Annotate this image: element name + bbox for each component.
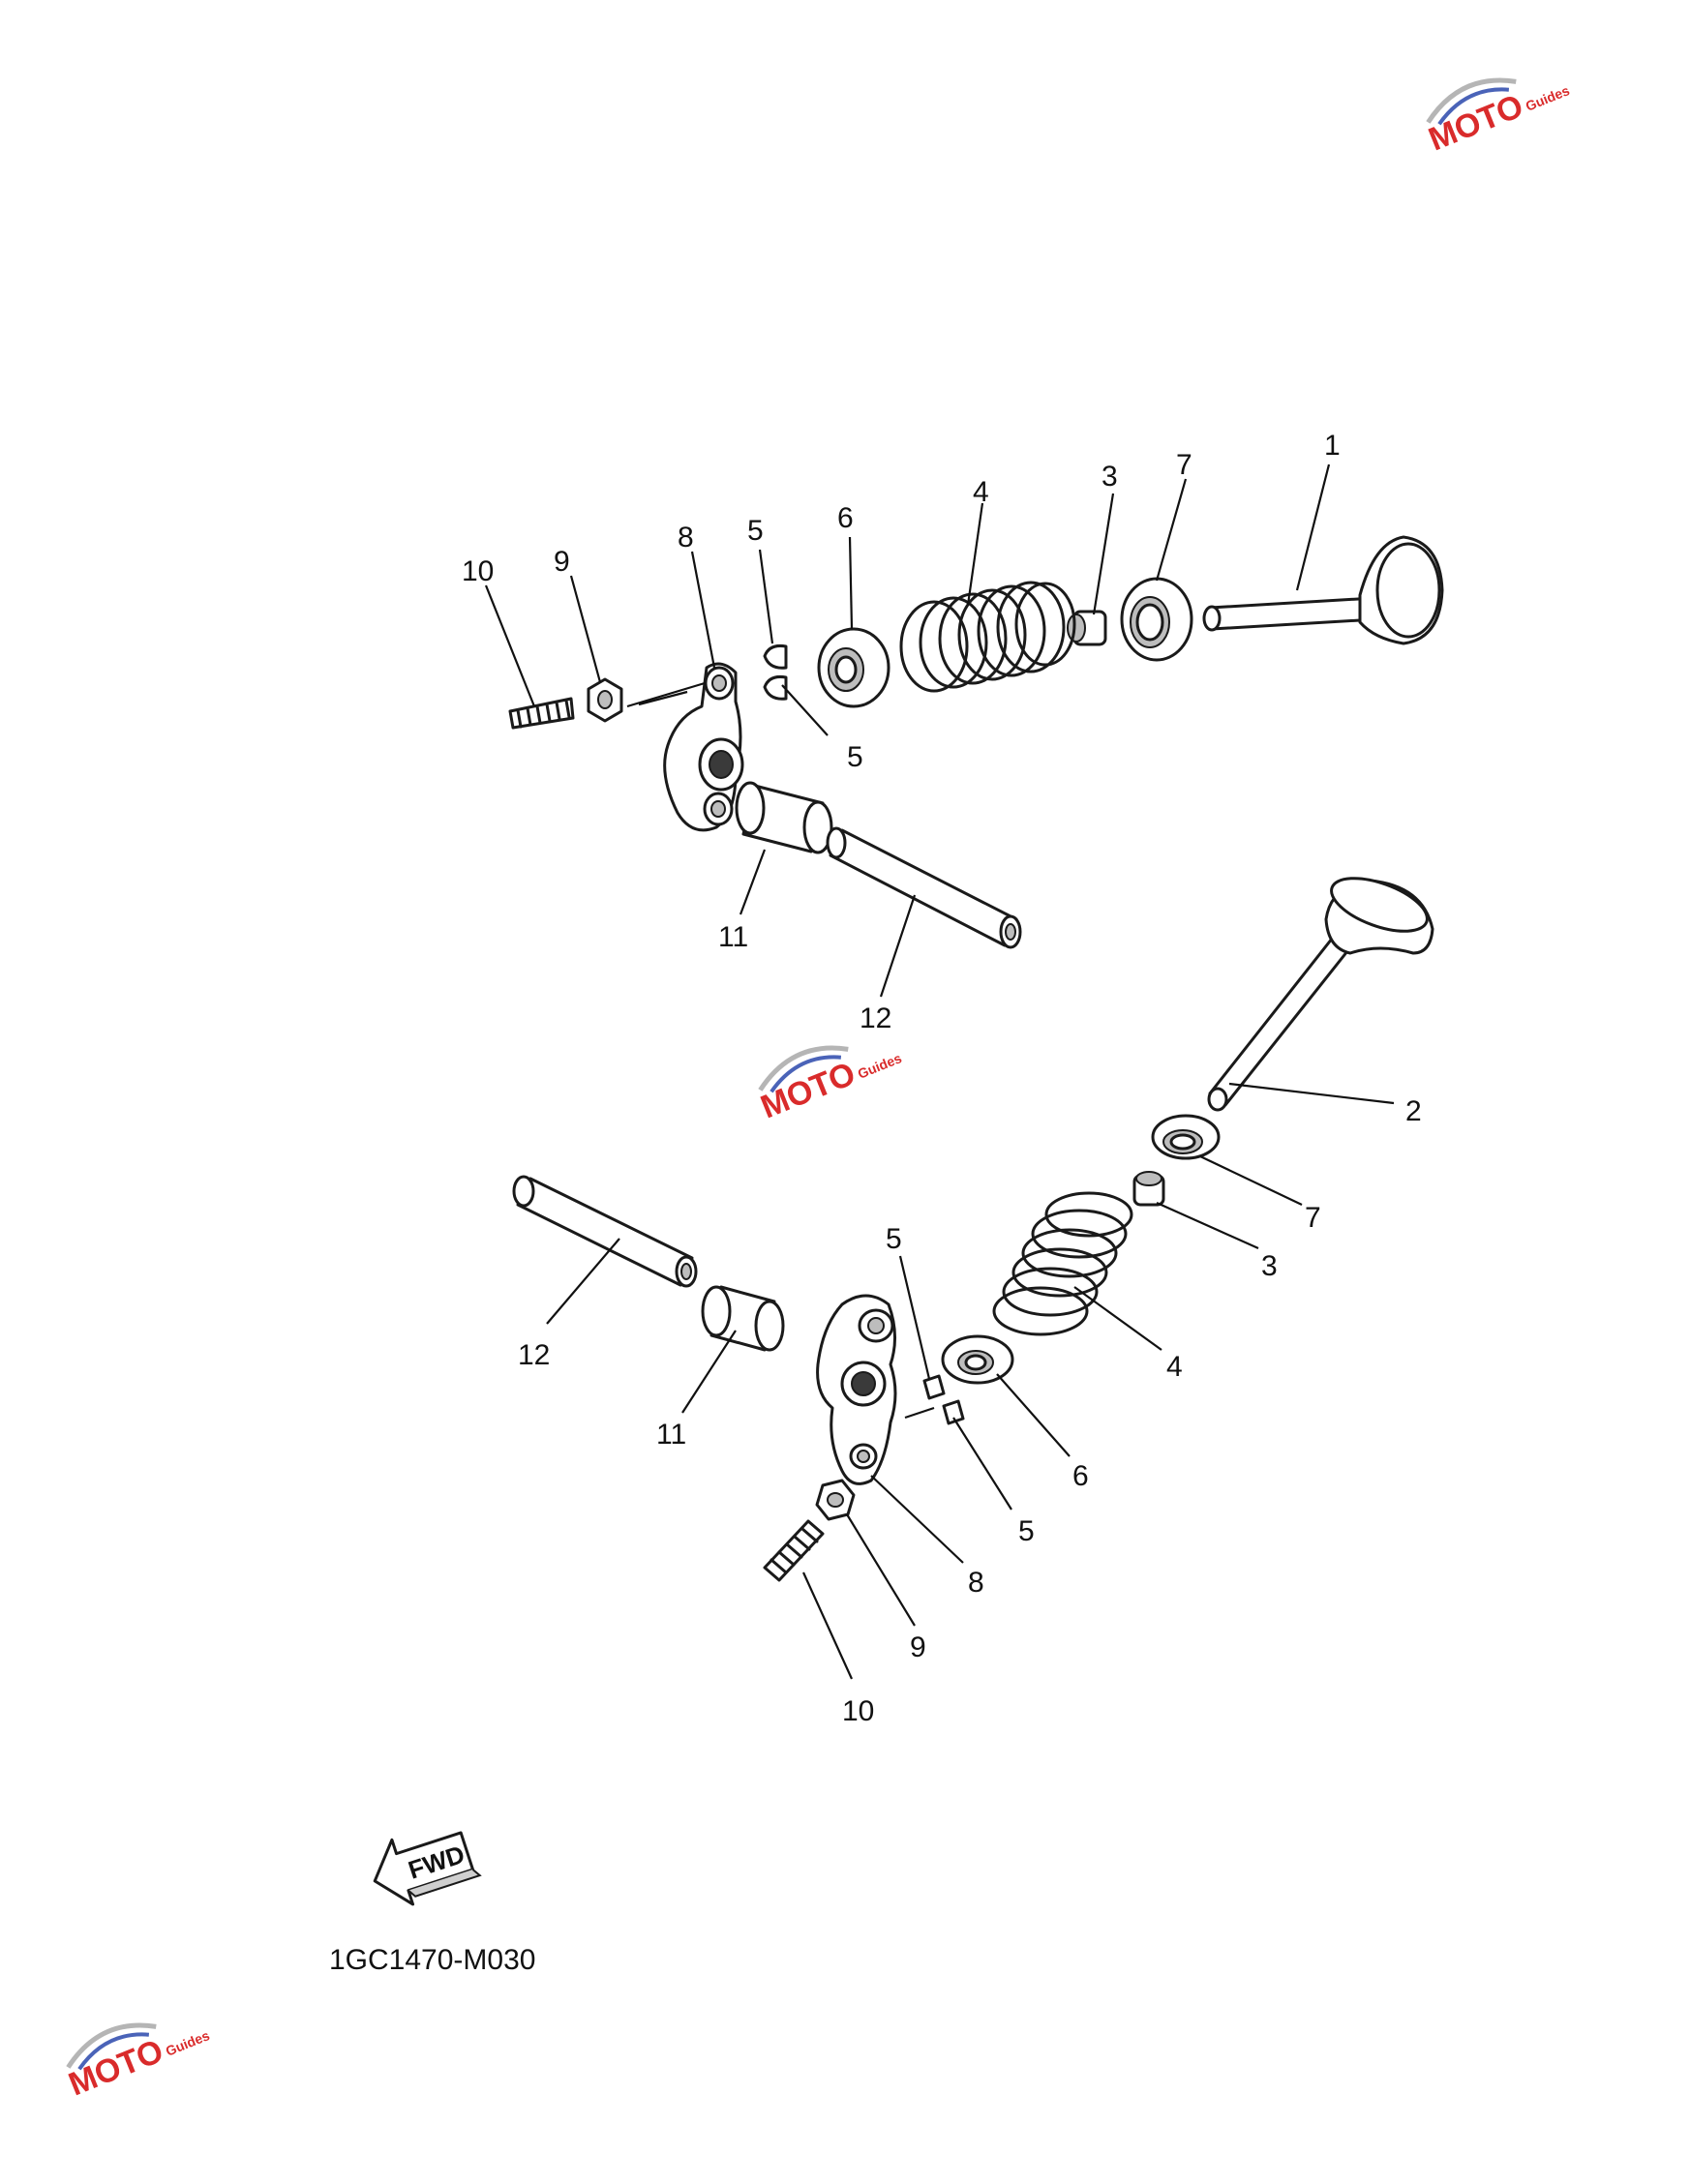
part-valve-top [1202, 535, 1444, 645]
part-stem-seal-top [1067, 610, 1107, 646]
watermark-logo-center: MOTO Guides [756, 1045, 904, 1126]
callout-9-top: 9 [554, 546, 570, 578]
part-retainer-top [817, 627, 890, 708]
part-spring-seat-bottom [1151, 1114, 1221, 1160]
part-valve-bottom [1207, 877, 1434, 1112]
callout-1-top: 1 [1324, 430, 1341, 462]
part-rocker-arm-bottom [816, 1294, 897, 1485]
callout-2-bot: 2 [1405, 1095, 1422, 1127]
watermark-sub: Guides [1524, 82, 1572, 114]
callout-6-top: 6 [837, 502, 854, 534]
part-locknut-top [587, 677, 623, 723]
watermark-sub: Guides [164, 2027, 212, 2059]
callout-9-bot: 9 [910, 1631, 926, 1663]
part-adjusting-screw-top [508, 697, 575, 730]
callout-labels: 1 3 7 4 6 5 8 9 10 5 11 12 2 7 3 5 4 12 … [462, 430, 1422, 1727]
part-cotter-bottom-b [942, 1399, 965, 1425]
callout-7-top: 7 [1176, 449, 1192, 481]
part-adjusting-screw-bottom [763, 1519, 825, 1582]
part-spring-seat-top [1120, 577, 1193, 662]
callout-12-top: 12 [860, 1002, 891, 1034]
part-rocker-shaft-top [826, 826, 1022, 949]
part-cotter-top-a [763, 644, 788, 670]
callout-10-top: 10 [462, 555, 494, 587]
callout-5b-bot: 5 [1018, 1515, 1035, 1547]
watermark-sub: Guides [856, 1050, 904, 1082]
watermark-brand: MOTO [64, 2032, 168, 2103]
callout-6-bot: 6 [1072, 1460, 1089, 1492]
part-valve-spring-top [899, 581, 1076, 693]
callout-5a-bot: 5 [886, 1223, 902, 1255]
part-valve-spring-bottom [992, 1191, 1133, 1336]
callout-12-bot: 12 [518, 1339, 550, 1371]
watermark-brand: MOTO [756, 1055, 860, 1125]
watermark-logo-bottom-left: MOTO Guides [64, 2022, 212, 2104]
part-cotter-bottom-a [922, 1374, 946, 1400]
part-stem-seal-bottom [1132, 1171, 1165, 1207]
callout-3-top: 3 [1102, 461, 1118, 493]
part-bushing-top [735, 781, 833, 854]
callout-5b-top: 5 [847, 741, 863, 773]
fwd-arrow-icon: FWD [373, 1831, 482, 1906]
part-cotter-top-b [763, 675, 788, 701]
watermark-brand: MOTO [1424, 87, 1528, 158]
watermark-logo-top-right: MOTO Guides [1424, 77, 1572, 159]
part-rocker-arm-top [663, 662, 744, 832]
callout-11-top: 11 [718, 921, 748, 953]
part-rocker-shaft-bottom [512, 1175, 698, 1288]
callout-10-bot: 10 [842, 1695, 874, 1727]
callout-3-bot: 3 [1261, 1250, 1278, 1282]
part-retainer-bottom [941, 1334, 1014, 1385]
leader-lines [484, 464, 1395, 1680]
callout-8-top: 8 [678, 522, 694, 553]
diagram-code: 1GC1470-M030 [329, 1944, 535, 1976]
callout-4-top: 4 [973, 476, 989, 508]
part-bushing-bottom [701, 1285, 785, 1352]
part-locknut-bottom [815, 1479, 856, 1521]
callout-7-bot: 7 [1305, 1202, 1321, 1234]
callout-11-bot: 11 [656, 1419, 686, 1451]
callout-5a-top: 5 [747, 515, 764, 547]
callout-4-bot: 4 [1166, 1351, 1183, 1383]
callout-8-bot: 8 [968, 1567, 984, 1599]
